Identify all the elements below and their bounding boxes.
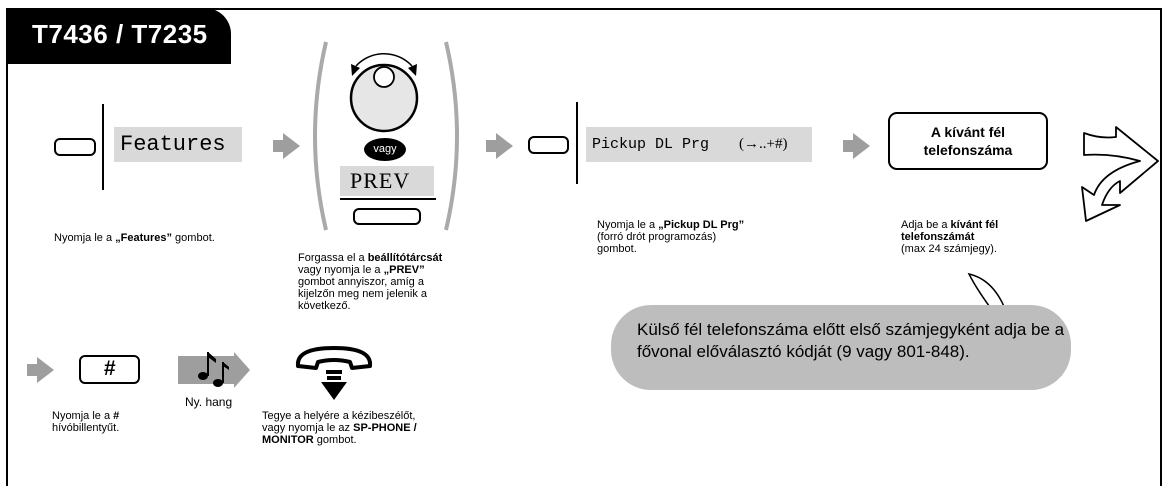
handset-down-icon bbox=[295, 346, 373, 400]
model-title: T7436 / T7235 bbox=[32, 19, 208, 49]
pickup-caption: Nyomja le a „Pickup DL Prg” (forró drót … bbox=[597, 219, 745, 255]
phone-number-box: A kívánt fél telefonszáma bbox=[888, 112, 1048, 170]
target-caption: Adja be a kívánt fél telefonszámát (max … bbox=[901, 219, 999, 255]
or-badge: vagy bbox=[364, 138, 406, 161]
features-display-text: Features bbox=[120, 132, 226, 157]
jog-dial-bracket bbox=[313, 41, 459, 231]
pickup-display: Pickup DL Prg (→..+#) bbox=[586, 127, 812, 162]
prev-underline bbox=[340, 198, 436, 200]
prev-button-icon bbox=[353, 208, 421, 225]
step-arrow bbox=[486, 133, 513, 159]
flexible-key-icon bbox=[528, 136, 569, 154]
flexible-key-icon bbox=[54, 138, 96, 156]
hash-key-icon: # bbox=[79, 355, 140, 384]
tone-arrow-body bbox=[178, 356, 234, 384]
step-arrow bbox=[843, 133, 870, 159]
hangup-caption: Tegye a helyére a kézibeszélőt, vagy nyo… bbox=[262, 410, 417, 446]
tone-arrow-tip bbox=[234, 352, 250, 388]
features-caption: Nyomja le a „Features” gombot. bbox=[54, 232, 215, 244]
model-title-tab: T7436 / T7235 bbox=[6, 8, 231, 64]
hash-caption: Nyomja le a # hívóbillentyűt. bbox=[52, 410, 120, 434]
step-arrow bbox=[27, 357, 54, 383]
pickup-display-text: Pickup DL Prg bbox=[592, 136, 710, 153]
dial-caption: Forgassa el a beállítótárcsát vagy nyomj… bbox=[298, 252, 443, 312]
return-arrow-icon bbox=[1081, 126, 1159, 222]
diagram-frame bbox=[6, 8, 1162, 486]
key-divider bbox=[102, 104, 104, 190]
music-notes-icon bbox=[198, 352, 229, 387]
prev-display-text: PREV bbox=[350, 168, 411, 193]
pickup-display-suffix: (→..+#) bbox=[739, 136, 788, 152]
prev-display: PREV bbox=[340, 166, 434, 196]
features-display: Features bbox=[114, 127, 242, 162]
note-bubble-tail bbox=[967, 272, 1008, 315]
tone-label: Ny. hang bbox=[185, 395, 233, 409]
step-arrow bbox=[273, 133, 300, 159]
jog-dial-icon bbox=[349, 53, 419, 133]
note-text: Külső fél telefonszáma előtt első számje… bbox=[637, 320, 1065, 361]
note-bubble: Külső fél telefonszáma előtt első számje… bbox=[611, 305, 1071, 390]
key-divider bbox=[576, 102, 578, 184]
